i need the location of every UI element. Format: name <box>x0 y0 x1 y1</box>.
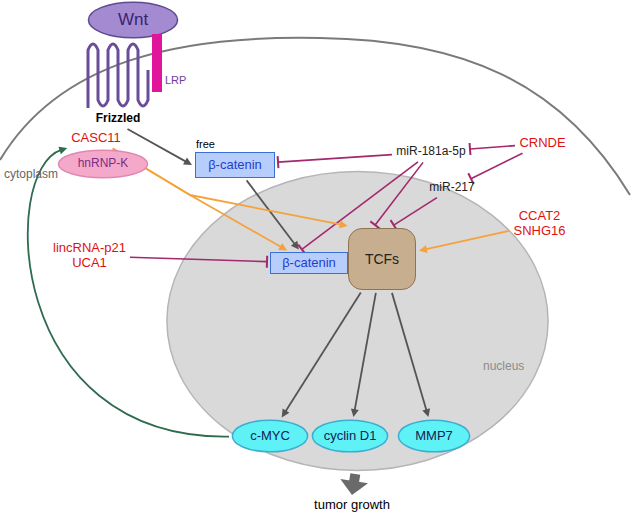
lncrna-label: lincRNA-p21UCA1 <box>52 240 127 272</box>
mirna-label: miR-181a-5p <box>395 144 467 160</box>
mirna-label: miR-217 <box>428 180 476 196</box>
connector-line <box>285 293 361 413</box>
cell-membrane <box>0 38 630 195</box>
ellipse-shape <box>58 150 147 178</box>
connector-line <box>278 155 392 163</box>
arrowhead <box>340 479 368 495</box>
activation-connector <box>113 149 348 229</box>
connector-line <box>394 198 437 226</box>
connector-line <box>470 146 515 149</box>
activation-connector <box>282 293 361 418</box>
arrowhead <box>58 147 67 155</box>
coreceptor: LRP <box>152 34 190 92</box>
inhibition-connector <box>470 143 515 155</box>
lncrna-label: CCAT2SNHG16 <box>512 208 567 240</box>
connector-line <box>130 257 267 261</box>
coreceptor-bar <box>152 34 162 92</box>
activation-connector <box>247 180 299 249</box>
node-text: miR-217 <box>429 181 474 195</box>
node-text: hnRNP-K <box>78 157 129 171</box>
ellipse-shape <box>312 420 387 452</box>
receptor-path <box>88 44 148 108</box>
arrowhead <box>351 408 359 417</box>
inhibition-connector <box>278 155 392 169</box>
ellipse-shape <box>398 420 469 452</box>
receptor: Frizzled <box>82 30 154 126</box>
node-text: CRNDE <box>519 136 565 151</box>
arrowhead <box>419 245 428 253</box>
activation-connector <box>340 474 368 495</box>
node-text: β-catenin <box>282 256 336 271</box>
ellipse-shape <box>232 420 307 452</box>
arrowhead <box>282 409 290 418</box>
activation-connector <box>419 231 509 253</box>
ellipse-shape <box>88 2 177 38</box>
connector-line <box>247 180 295 244</box>
inhibition-connector <box>468 153 522 184</box>
inhibition-connector <box>391 198 437 231</box>
arrowhead <box>278 243 287 250</box>
activation-connector <box>392 293 430 417</box>
node-text: nucleus <box>483 360 524 374</box>
node-text: tumor growth <box>314 498 390 513</box>
node-text: TCFs <box>365 251 399 267</box>
connector-line <box>425 231 509 250</box>
inhibition-connector <box>130 256 267 268</box>
node-text: Frizzled <box>96 112 141 126</box>
connector-line <box>113 149 342 225</box>
node-text: UCA1 <box>72 256 107 271</box>
protein-box: freeβ-catenin <box>195 152 275 178</box>
node-text: cyclin D1 <box>324 429 377 444</box>
arrowhead <box>291 241 299 250</box>
node-text: free <box>196 138 215 151</box>
transcription-factor: TCFs <box>348 228 416 290</box>
arrowhead <box>339 220 348 228</box>
node-text: lincRNA-p21 <box>53 241 126 256</box>
inhibition-bar <box>266 256 268 268</box>
inhibition-bar <box>469 143 472 155</box>
connector-line <box>354 474 356 484</box>
node-text: Wnt <box>118 10 148 30</box>
ligand-ellipse: Wnt <box>88 2 178 38</box>
node-text: LRP <box>165 74 186 87</box>
lncrna-label: CRNDE <box>518 135 567 152</box>
nucleus-ellipse: nucleus β-catenin TCFs c-MYC cyclin D1 MMP7 <box>165 170 550 472</box>
node-text: c-MYC <box>250 429 290 444</box>
receptor-shape <box>82 30 154 112</box>
region-label: cytoplasm <box>4 168 58 182</box>
arrowhead <box>422 408 430 417</box>
node-text: CCAT2 <box>519 209 561 224</box>
target-gene: cyclin D1 <box>312 420 388 452</box>
protein-ellipse: hnRNP-K <box>58 150 148 178</box>
connector-line <box>355 293 376 411</box>
target-gene: c-MYC <box>232 420 308 452</box>
node-text: SNHG16 <box>513 224 565 239</box>
connector-line <box>28 150 229 437</box>
outcome-label: tumor growth <box>313 497 391 514</box>
connector-line <box>392 293 427 411</box>
activation-connector <box>351 293 376 417</box>
inhibition-bar <box>277 156 280 168</box>
node-text: miR-181a-5p <box>396 145 465 159</box>
activation-connector <box>28 147 229 437</box>
target-gene: MMP7 <box>398 420 470 452</box>
node-text: CASC11 <box>71 131 121 146</box>
lncrna-label: CASC11 <box>70 130 122 147</box>
ellipse-shape <box>167 172 548 471</box>
arrowhead <box>183 158 192 165</box>
connector-line <box>471 153 523 178</box>
protein-box: β-catenin <box>270 252 348 274</box>
inhibition-connector <box>370 162 423 228</box>
connector-line <box>375 162 423 225</box>
node-text: β-catenin <box>208 158 262 173</box>
node-text: MMP7 <box>415 429 453 444</box>
